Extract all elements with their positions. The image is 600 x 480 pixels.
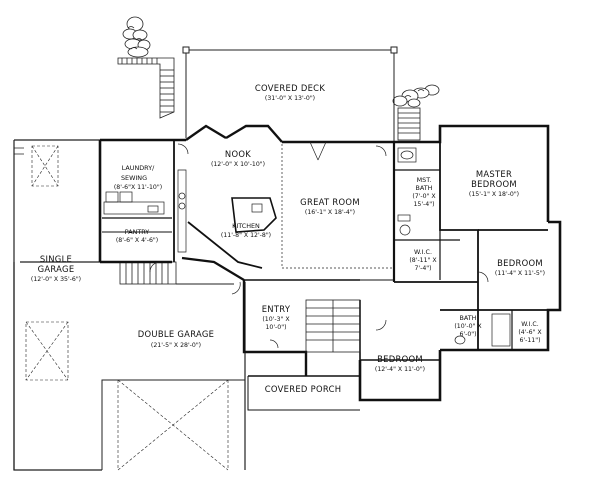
house-walls	[98, 124, 562, 411]
wic-master-name: W.I.C.	[414, 248, 432, 256]
garage-stairs	[119, 261, 177, 285]
wic-small-dims-line1: (4'-6" X	[518, 329, 542, 336]
bath-name: BATH	[460, 314, 477, 322]
laundry-name-line2: SEWING	[121, 174, 147, 182]
entry-name: ENTRY	[262, 304, 291, 314]
bedroom-east-dims: (11'-4" X 11'-5")	[495, 270, 545, 277]
mst-bath-dims-line2: 15'-4")	[413, 201, 434, 208]
room-labels: COVERED DECK (31'-0" X 13'-0") LAUNDRY/ …	[31, 83, 545, 394]
covered-deck-name: COVERED DECK	[255, 83, 325, 93]
laundry-name-line1: LAUNDRY/	[122, 164, 155, 172]
single-garage-dims: (12'-0" X 35'-6")	[31, 276, 81, 283]
bedroom-south-dims: (12'-4" X 11'-0")	[375, 366, 425, 373]
single-garage-name-line2: GARAGE	[38, 264, 75, 274]
mst-bath-name-line2: BATH	[416, 184, 433, 192]
shrub-northwest	[122, 16, 151, 58]
mst-bath-dims-line1: (7'-0" X	[412, 193, 436, 200]
garages	[13, 139, 246, 471]
covered-deck	[182, 46, 398, 142]
bedroom-east-name: BEDROOM	[497, 258, 543, 268]
entry-dims-line1: (10'-3" X	[262, 316, 290, 323]
bedroom-south-name: BEDROOM	[377, 354, 423, 364]
master-bedroom-dims: (15'-1" X 18'-0")	[469, 191, 519, 198]
great-room-name: GREAT ROOM	[300, 197, 360, 207]
bath-dims-line1: (10'-0" X	[454, 323, 482, 330]
pantry-dims: (8'-6" X 4'-6")	[116, 237, 158, 244]
nook-name: NOOK	[225, 149, 251, 159]
covered-deck-dims: (31'-0" X 13'-0")	[265, 95, 315, 102]
kitchen-name: KITCHEN	[232, 222, 260, 230]
wic-small-name: W.I.C.	[521, 321, 538, 328]
entry-dims-line2: 10'-0")	[265, 324, 286, 331]
landscaping	[122, 16, 440, 108]
wic-master-dims-line1: (8'-11" X	[409, 257, 437, 264]
fixtures	[103, 141, 511, 349]
double-garage-name: DOUBLE GARAGE	[138, 329, 215, 339]
shrub-northeast	[392, 84, 440, 108]
mst-bath-name-line1: MST.	[417, 176, 432, 184]
deck-stairs-east	[397, 107, 421, 141]
deck-stairs-west	[117, 57, 175, 119]
master-bedroom-name-line2: BEDROOM	[471, 179, 517, 189]
laundry-dims: (8'-6"X 11'-10")	[114, 184, 162, 191]
double-garage-dims: (21'-5" X 28'-0")	[151, 342, 201, 349]
single-garage-name-line1: SINGLE	[40, 254, 72, 264]
interior-stairs	[305, 299, 361, 353]
nook-dims: (12'-0" X 10'-10")	[211, 161, 265, 168]
master-bedroom-name-line1: MASTER	[476, 169, 512, 179]
bath-dims-line2: 6'-0")	[459, 331, 476, 338]
pantry-name: PANTRY	[125, 228, 150, 236]
wic-master-dims-line2: 7'-4")	[414, 265, 431, 272]
kitchen-dims: (11'-8" X 12'-8")	[221, 232, 271, 239]
covered-porch-name: COVERED PORCH	[265, 384, 342, 394]
wic-small-dims-line2: 6'-11")	[519, 337, 540, 344]
great-room-dims: (16'-1" X 18'-4")	[305, 209, 355, 216]
